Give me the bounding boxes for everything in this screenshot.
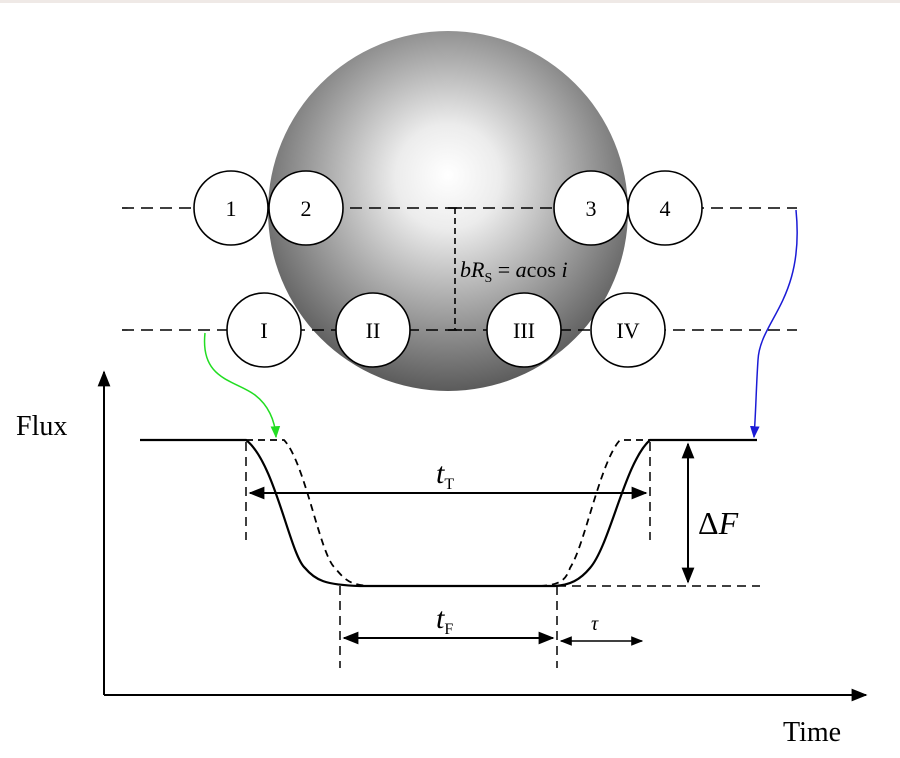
planet-contact-2: 2	[268, 170, 344, 246]
x-axis-label: Time	[783, 717, 841, 748]
planet-contact-4: 4	[627, 170, 703, 246]
impact-parameter-label: bRS = acos i	[460, 257, 568, 286]
y-axis-label: Flux	[16, 411, 67, 442]
contact-label-I: I	[260, 318, 267, 343]
contact-label-IV: IV	[616, 318, 639, 343]
contact-label-4: 4	[660, 196, 671, 221]
contact-label-III: III	[513, 318, 535, 343]
contact-label-1: 1	[226, 196, 237, 221]
contact-label-3: 3	[586, 196, 597, 221]
tau-label: τ	[591, 613, 599, 635]
light-curve-solid	[140, 438, 757, 588]
deltaF-label: ΔF	[698, 505, 739, 541]
planet-contact-I: I	[226, 292, 302, 368]
green-arrow	[203, 332, 281, 439]
planet-contact-3: 3	[553, 170, 629, 246]
planet-contact-II: II	[335, 292, 411, 368]
contact-label-II: II	[366, 318, 381, 343]
planet-contact-III: III	[486, 292, 562, 368]
blue-arrow	[750, 209, 798, 439]
top-band	[0, 0, 900, 3]
tT-label: tT	[436, 457, 454, 493]
contact-label-2: 2	[301, 196, 312, 221]
light-curve-dashed	[246, 439, 650, 587]
planet-contact-1: 1	[193, 170, 269, 246]
planet-contact-IV: IV	[590, 292, 666, 368]
tF-label: tF	[436, 602, 453, 638]
